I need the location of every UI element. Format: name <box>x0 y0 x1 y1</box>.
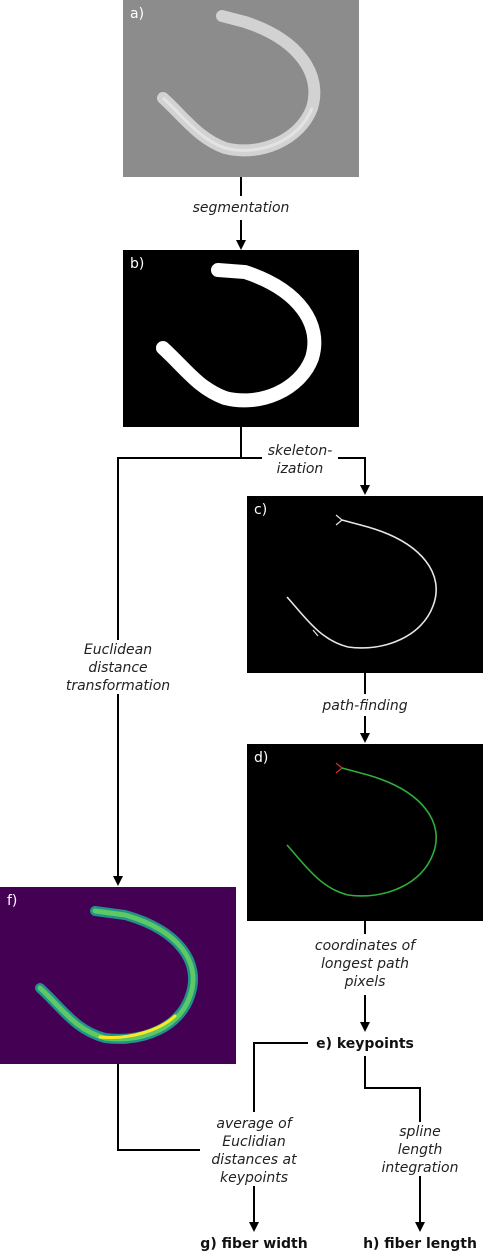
node-keypoints: e) keypoints <box>316 1036 414 1052</box>
label-coords-1: coordinates of <box>315 938 417 954</box>
panel-d-longest-path: d) <box>247 744 483 921</box>
label-skeletonization-1: skeleton- <box>268 443 333 459</box>
edge-b-f-top <box>117 427 242 640</box>
edges <box>113 177 425 1232</box>
label-avg-1: average of <box>216 1116 293 1132</box>
label-edt-2: distance <box>88 660 147 676</box>
label-avg-3: distances at <box>211 1152 297 1168</box>
panel-label-f: f) <box>7 893 17 909</box>
panel-f-distance-map: f) <box>0 887 236 1064</box>
label-edt-1: Euclidean <box>84 642 152 658</box>
label-spline-3: integration <box>382 1160 459 1176</box>
edge-e-g-top <box>253 1042 308 1112</box>
panel-label-b: b) <box>130 256 144 272</box>
panel-label-c: c) <box>254 502 267 518</box>
label-coords-3: pixels <box>344 974 386 990</box>
step-labels: segmentation skeleton- ization Euclidean… <box>66 200 459 1186</box>
label-skeletonization-2: ization <box>277 461 324 477</box>
edge-b-c-right <box>338 457 370 495</box>
label-avg-2: Euclidian <box>222 1134 285 1150</box>
node-fiber-width: g) fiber width <box>200 1236 307 1252</box>
label-path-finding: path-finding <box>321 698 407 714</box>
panel-label-a: a) <box>130 6 144 22</box>
label-edt-3: transformation <box>66 678 170 694</box>
output-nodes: e) keypoints g) fiber width h) fiber len… <box>200 1036 477 1252</box>
panel-label-d: d) <box>254 750 268 766</box>
label-spline-1: spline <box>399 1124 440 1140</box>
label-segmentation: segmentation <box>193 200 290 216</box>
panel-c-skeleton: c) <box>247 496 483 673</box>
edge-e-h-top <box>364 1056 421 1122</box>
edge-f-g <box>117 1064 200 1151</box>
label-avg-4: keypoints <box>220 1170 288 1186</box>
node-fiber-length: h) fiber length <box>363 1236 477 1252</box>
panel-a-sem-image: a) <box>123 0 359 177</box>
label-coords-2: longest path <box>321 956 409 972</box>
panel-b-binary-mask: b) <box>123 250 359 427</box>
label-spline-2: length <box>398 1142 443 1158</box>
